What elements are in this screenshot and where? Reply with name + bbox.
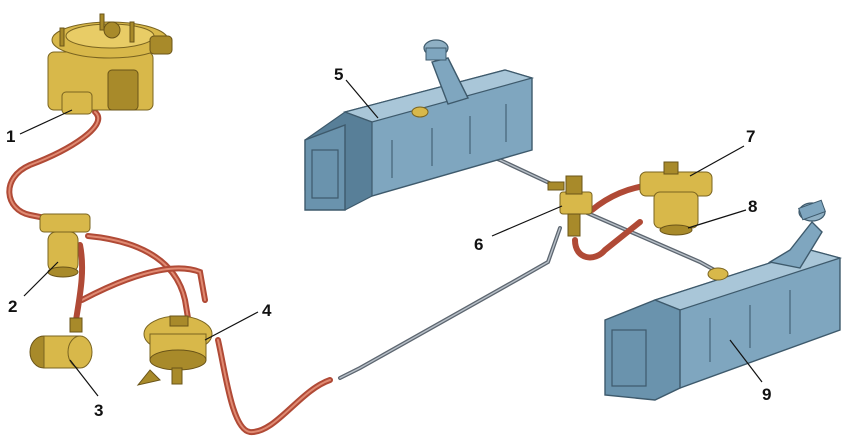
callout-5: 5 — [334, 65, 343, 84]
carburetor — [47, 13, 173, 115]
fuel-pump-4 — [136, 315, 213, 386]
callout-3: 3 — [94, 401, 103, 420]
tee-fitting-6 — [547, 175, 593, 237]
fuel-tank-lower — [604, 199, 843, 401]
solenoid-valve-3 — [29, 317, 93, 369]
callout-labels: 1 2 3 4 5 6 7 8 9 — [6, 65, 771, 420]
callout-4: 4 — [262, 301, 272, 320]
callout-6: 6 — [474, 235, 483, 254]
fuel-tank-upper — [304, 39, 535, 211]
callout-2: 2 — [8, 297, 17, 316]
callout-8: 8 — [748, 197, 757, 216]
callout-7: 7 — [746, 127, 755, 146]
fuel-filter-7 — [639, 161, 713, 236]
callout-1: 1 — [6, 127, 15, 146]
fuel-filter-2 — [39, 213, 91, 278]
callout-9: 9 — [762, 385, 771, 404]
